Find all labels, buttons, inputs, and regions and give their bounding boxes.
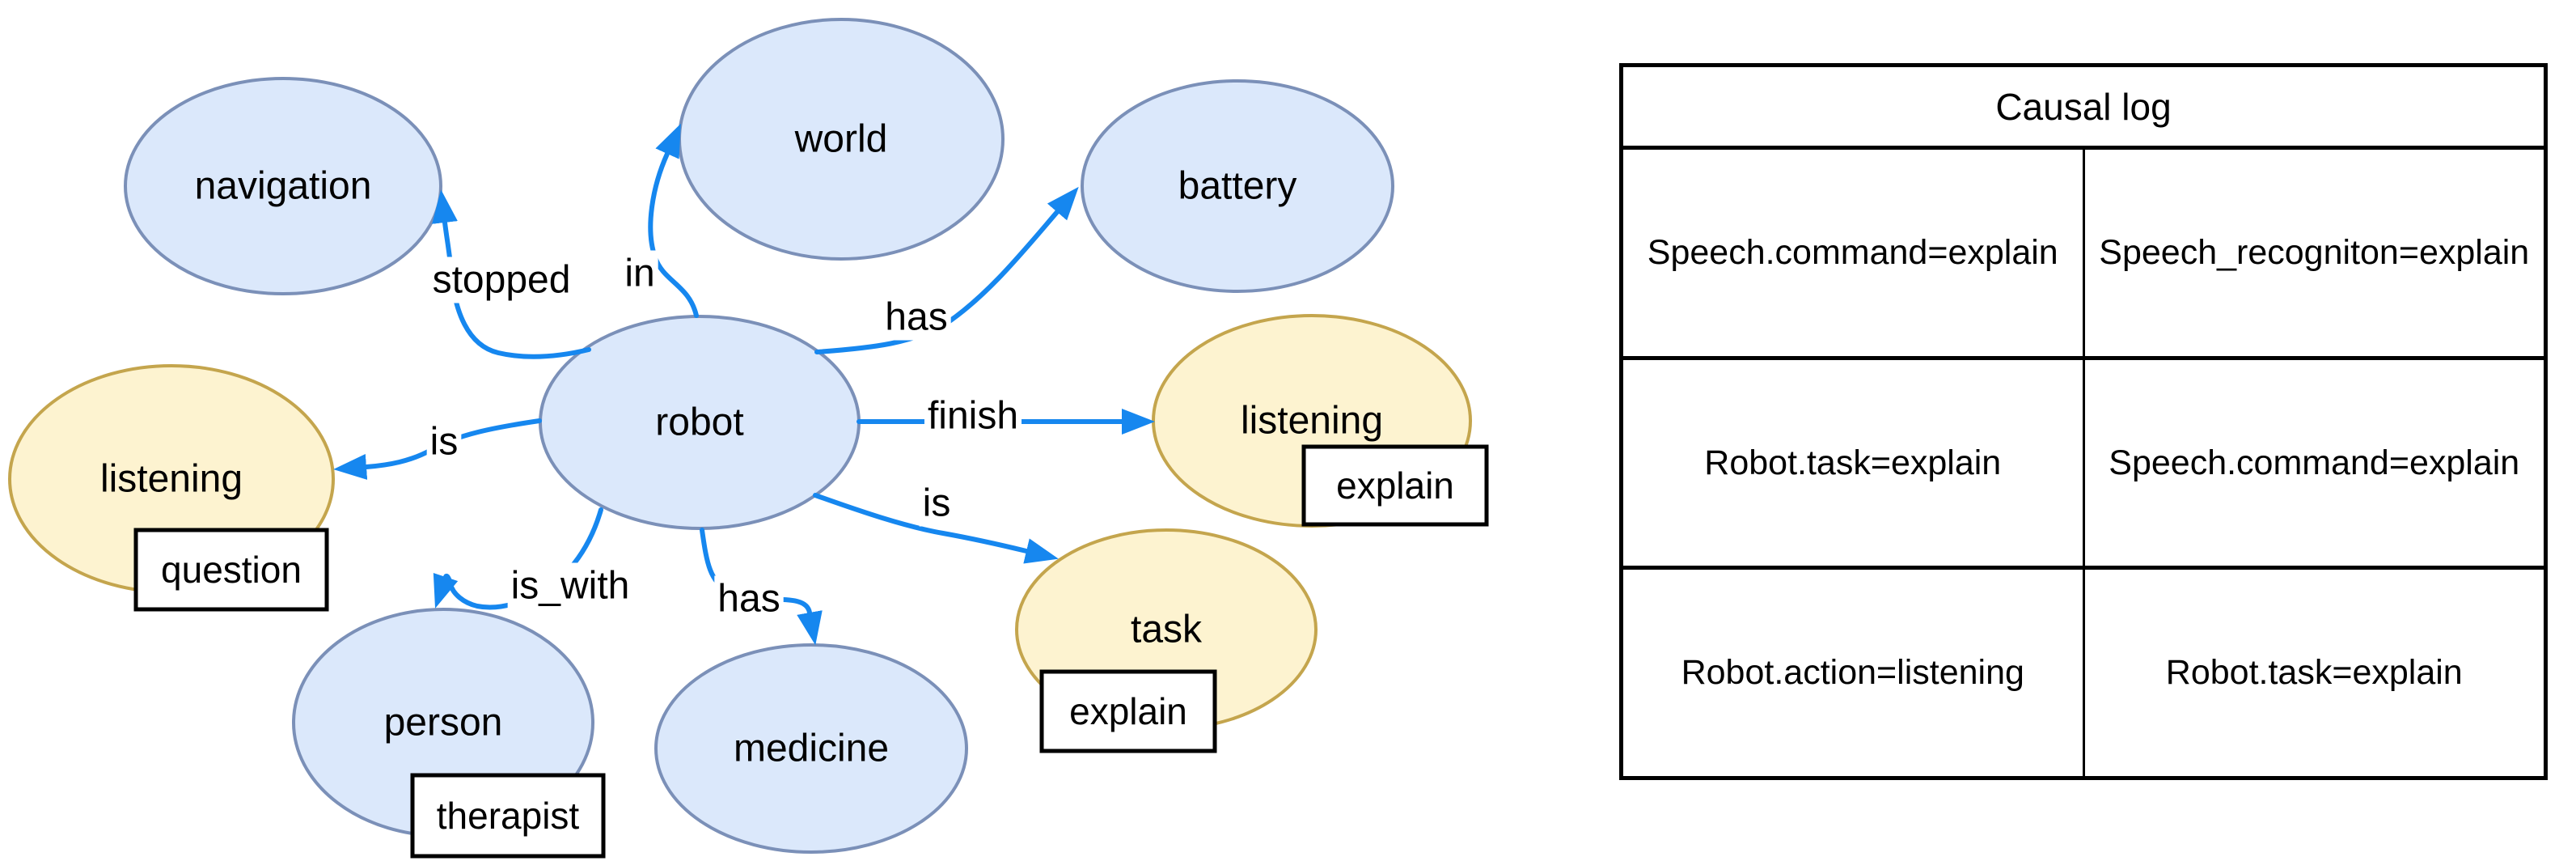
edge-label-has-battery: has — [885, 296, 947, 339]
table-cell: Speech.command=explain — [1623, 150, 2085, 356]
edge-label-bg-is-with — [507, 562, 633, 609]
edge-label-is-with: is_with — [511, 565, 630, 608]
edge-label-bg-has-battery — [882, 294, 951, 341]
node-label-battery: battery — [1178, 165, 1297, 208]
value-box-label-explain-listening: explain — [1336, 464, 1454, 507]
table-cell: Robot.task=explain — [2165, 653, 2463, 693]
node-label-world: world — [794, 118, 888, 161]
causal-log-title: Causal log — [1623, 67, 2544, 150]
node-battery[interactable] — [1081, 79, 1394, 293]
table-row: Robot.task=explain Speech.command=explain — [1623, 359, 2544, 570]
causal-log-body: Speech.command=explain Speech_recogniton=… — [1623, 150, 2544, 777]
value-box-explain-listening[interactable] — [1301, 444, 1489, 527]
edge-label-stopped: stopped — [433, 259, 571, 302]
edge-label-bg-is-listening — [426, 418, 462, 465]
edge-label-is-task: is — [923, 482, 951, 525]
table-row: Robot.action=listening Robot.task=explain — [1623, 570, 2544, 777]
value-box-therapist[interactable] — [410, 773, 606, 859]
edge-label-bg-finish — [924, 392, 1022, 439]
value-box-explain-task[interactable] — [1039, 669, 1217, 753]
value-box-question[interactable] — [133, 528, 329, 612]
causal-log-table: Causal log Speech.command=explain Speech_… — [1619, 63, 2548, 780]
edge-label-bg-has-medicine — [714, 575, 784, 622]
node-label-robot: robot — [655, 401, 743, 444]
table-cell: Speech_recogniton=explain — [2099, 232, 2530, 272]
edge-label-in: in — [624, 252, 654, 295]
table-row: Speech.command=explain Speech_recogniton=… — [1623, 150, 2544, 360]
table-cell: Robot.task=explain — [1623, 359, 2085, 566]
edge-stopped[interactable] — [432, 189, 591, 359]
table-cell: Speech.command=explain — [2109, 443, 2520, 482]
edge-label-bg-stopped — [429, 257, 574, 303]
table-cell: Robot.action=listening — [1623, 570, 2085, 777]
edge-label-bg-is-task — [919, 480, 954, 527]
value-box-label-explain-task: explain — [1069, 690, 1187, 732]
edge-label-has-medicine: has — [717, 578, 780, 621]
node-label-navigation: navigation — [195, 165, 372, 208]
node-navigation[interactable] — [124, 77, 442, 295]
node-label-listening-left: listening — [100, 458, 243, 501]
edge-is-task[interactable] — [813, 493, 1059, 564]
edge-label-bg-in — [621, 250, 658, 297]
node-label-listening-right: listening — [1241, 400, 1383, 443]
node-label-medicine: medicine — [734, 727, 889, 770]
node-label-person: person — [384, 702, 503, 744]
value-box-label-question: question — [161, 549, 302, 591]
edge-label-finish: finish — [928, 395, 1018, 438]
edge-label-is-listening: is — [430, 421, 459, 464]
node-label-task: task — [1131, 609, 1203, 651]
value-box-label-therapist: therapist — [437, 795, 580, 837]
